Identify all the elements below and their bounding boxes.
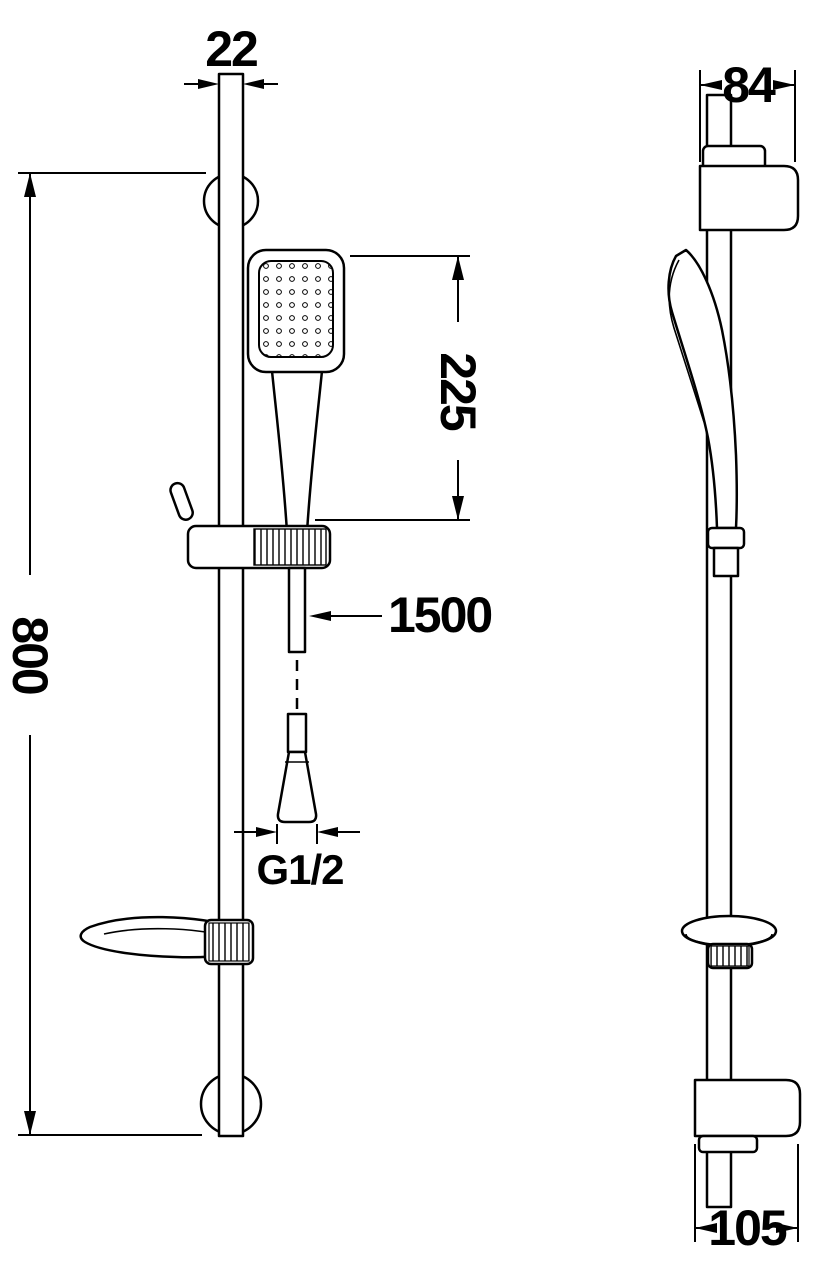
top-bracket-body (698, 164, 800, 232)
dim-bracket-bottom-width: 105 (694, 1144, 799, 1256)
side-view: 84 105 (667, 57, 802, 1256)
handle-fitting-side (706, 526, 746, 550)
dim-overall-height: 800 (2, 172, 206, 1136)
slide-rail (217, 72, 245, 1138)
shower-hose (276, 566, 318, 824)
bottom-bracket-body (693, 1078, 802, 1138)
soap-dish-wing (79, 915, 244, 959)
hose-connector-nut (276, 750, 318, 824)
soap-dish-side (680, 914, 778, 970)
dim-overall-height-label: 800 (2, 616, 58, 694)
soap-dish-clamp-side-ribs (710, 945, 750, 967)
dim-handshower-length: 225 (315, 255, 486, 521)
dim-bracket-top-label: 84 (722, 57, 776, 113)
dim-handshower-length-label: 225 (430, 352, 486, 431)
top-wall-bracket (698, 144, 800, 232)
dim-bracket-bottom-label: 105 (708, 1200, 787, 1256)
soap-dish-front (79, 915, 255, 966)
dim-bracket-top-width: 84 (699, 57, 796, 162)
holder-lock-lever (169, 481, 194, 521)
bottom-bracket-foot (697, 1134, 759, 1154)
bottom-wall-bracket (693, 1078, 802, 1154)
hand-shower-handle (270, 369, 324, 534)
front-view: 22 800 225 1500 (2, 21, 493, 1138)
dim-hose-length-label: 1500 (388, 587, 491, 643)
slide-rail-side (705, 93, 733, 1209)
dim-rail-width-label: 22 (205, 21, 257, 77)
dim-hose-length: 1500 (309, 587, 493, 643)
holder-grip-ribs (253, 528, 327, 566)
hand-shower-face-line (668, 259, 705, 423)
hose-upper-segment (287, 566, 307, 654)
dim-connector-thread: G1/2 (234, 824, 360, 893)
spray-face (258, 260, 334, 358)
hose-fitting-side (712, 546, 740, 578)
hose-lower-segment (286, 712, 308, 754)
dim-connector-thread-label: G1/2 (256, 846, 343, 893)
hand-shower-side (667, 248, 746, 578)
dim-rail-width: 22 (184, 21, 278, 89)
slider-holder (169, 481, 332, 570)
soap-dish-clamp-ribs (208, 922, 250, 962)
